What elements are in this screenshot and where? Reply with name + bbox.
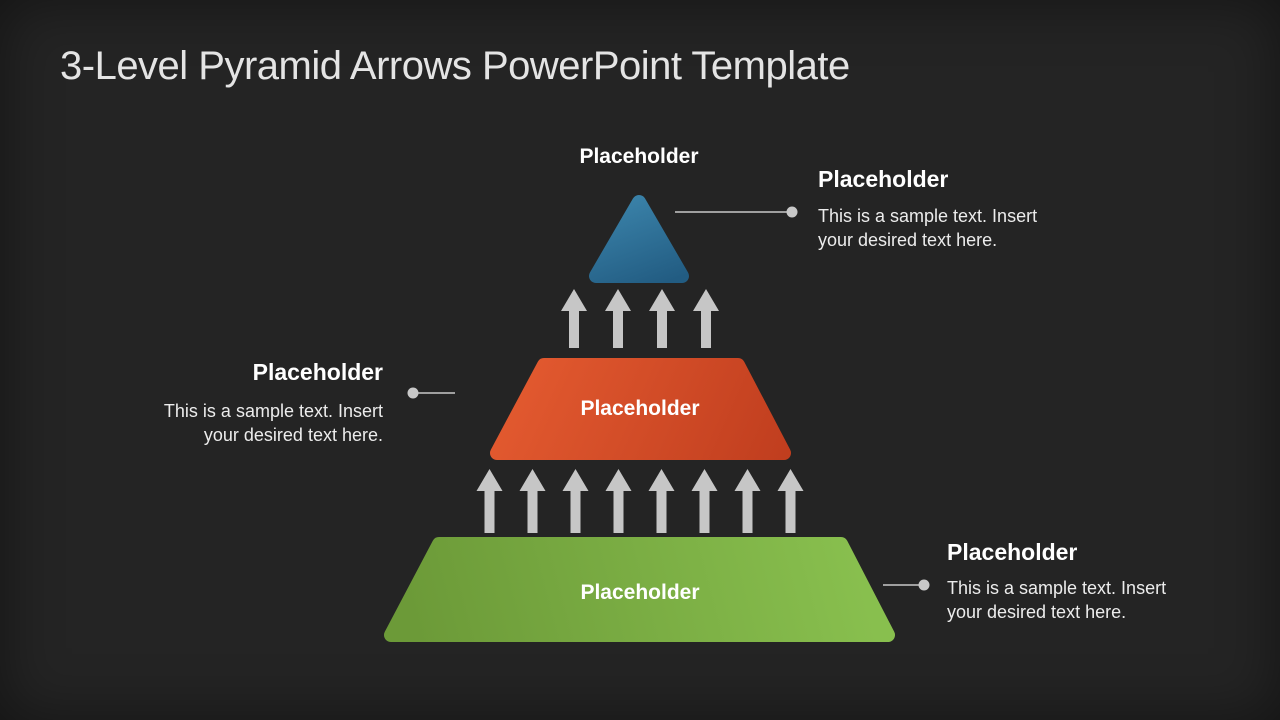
up-arrow-icon: [476, 469, 503, 533]
up-arrow-icon: [605, 469, 632, 533]
up-arrow-icon: [605, 289, 631, 348]
up-arrow-icon: [649, 289, 675, 348]
pyramid-level-middle-label: Placeholder: [580, 397, 700, 420]
connector-dot-top-right: [786, 206, 798, 218]
callout-middle-left-body: This is a sample text. Insert your desir…: [163, 401, 383, 445]
callout-connectors: [407, 206, 930, 591]
pyramid-level-bottom-shape: [384, 537, 895, 642]
up-arrow-icon: [693, 289, 719, 348]
callout-middle-left: Placeholder This is a sample text. Inser…: [125, 358, 383, 447]
pyramid-shapes: [384, 195, 895, 642]
up-arrow-icon: [691, 469, 718, 533]
pyramid-level-top-label: Placeholder: [579, 145, 699, 168]
arrow-row-1: [561, 289, 719, 348]
callout-bottom-right-heading: Placeholder: [947, 539, 1078, 565]
callout-top-right-body: This is a sample text. Insert your desir…: [818, 206, 1038, 250]
callout-bottom-right: Placeholder This is a sample text. Inser…: [947, 538, 1205, 624]
callout-top-right: Placeholder This is a sample text. Inser…: [818, 165, 1076, 252]
up-arrow-icon: [562, 469, 589, 533]
connector-dot-middle-left: [407, 387, 419, 399]
callout-top-right-heading: Placeholder: [818, 166, 949, 192]
up-arrow-icon: [777, 469, 804, 533]
pyramid-level-middle-shape: [490, 358, 791, 460]
slide-title: 3-Level Pyramid Arrows PowerPoint Templa…: [60, 44, 850, 88]
up-arrow-icon: [519, 469, 546, 533]
up-arrow-icon: [734, 469, 761, 533]
callout-middle-left-heading: Placeholder: [252, 359, 383, 385]
arrow-row-2: [476, 469, 804, 533]
connector-dot-bottom-right: [918, 579, 930, 591]
up-arrow-icon: [561, 289, 587, 348]
pyramid-level-bottom-label: Placeholder: [580, 581, 700, 604]
up-arrow-icon: [648, 469, 675, 533]
pyramid-level-top-shape: [589, 195, 689, 283]
callout-bottom-right-body: This is a sample text. Insert your desir…: [947, 578, 1167, 622]
